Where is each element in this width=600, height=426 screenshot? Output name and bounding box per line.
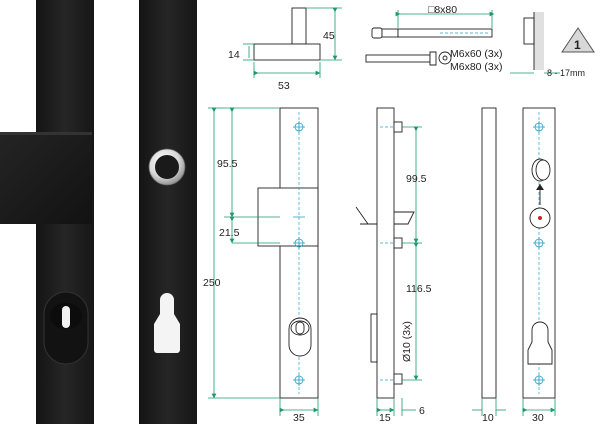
class-badge: 1 [561,27,595,53]
screw-square-8x80: □8x80 [371,4,495,39]
screw-label-m6x60: M6x60 (3x) [450,48,503,60]
cylinder-guard-front [43,291,89,365]
side-drawing: 99.5 116.5 Ø10 (3x) 15 6 [355,107,432,424]
dim-cover-height: 45 [323,30,335,42]
class-number: 1 [574,38,581,52]
dim-screw-main: □8x80 [428,4,457,16]
product-front-with-handle [0,0,94,424]
back-plate-drawing: 30 [522,107,556,424]
dim-hole-diameter: Ø10 (3x) [401,321,413,362]
door-thickness-diagram: 8 - 17mm 1 [510,12,595,78]
dim-side-lower: 116.5 [406,283,432,295]
dim-door-thickness: 8 - 17mm [547,68,585,78]
screw-m6: M6x60 (3x) M6x80 (3x) [365,48,503,73]
dim-plate-width: 35 [293,412,305,424]
cylinder-cutout [154,293,180,353]
dim-side-upper: 99.5 [406,173,427,185]
handle-block [0,132,92,224]
front-drawing: 95.5 21.5 250 35 [203,107,319,424]
dim-handle-offset: 95.5 [217,158,238,170]
dim-side-depth: 15 [379,412,391,424]
screw-label-m6x80: M6x80 (3x) [450,61,503,73]
dim-handle-pin: 21.5 [219,227,240,239]
dim-plate4-width: 30 [532,412,544,424]
dim-cover-depth: 14 [228,49,240,61]
product-front-plate [139,0,197,424]
dim-side-back: 6 [419,405,425,417]
dim-cover-width: 53 [278,80,290,92]
plate-profile-drawing: 10 [472,107,506,424]
dim-total-height: 250 [203,277,221,289]
escutcheon-plate-back [139,0,197,424]
dim-plate3-thickness: 10 [482,412,494,424]
cover-side-view: 45 14 53 [228,7,342,92]
